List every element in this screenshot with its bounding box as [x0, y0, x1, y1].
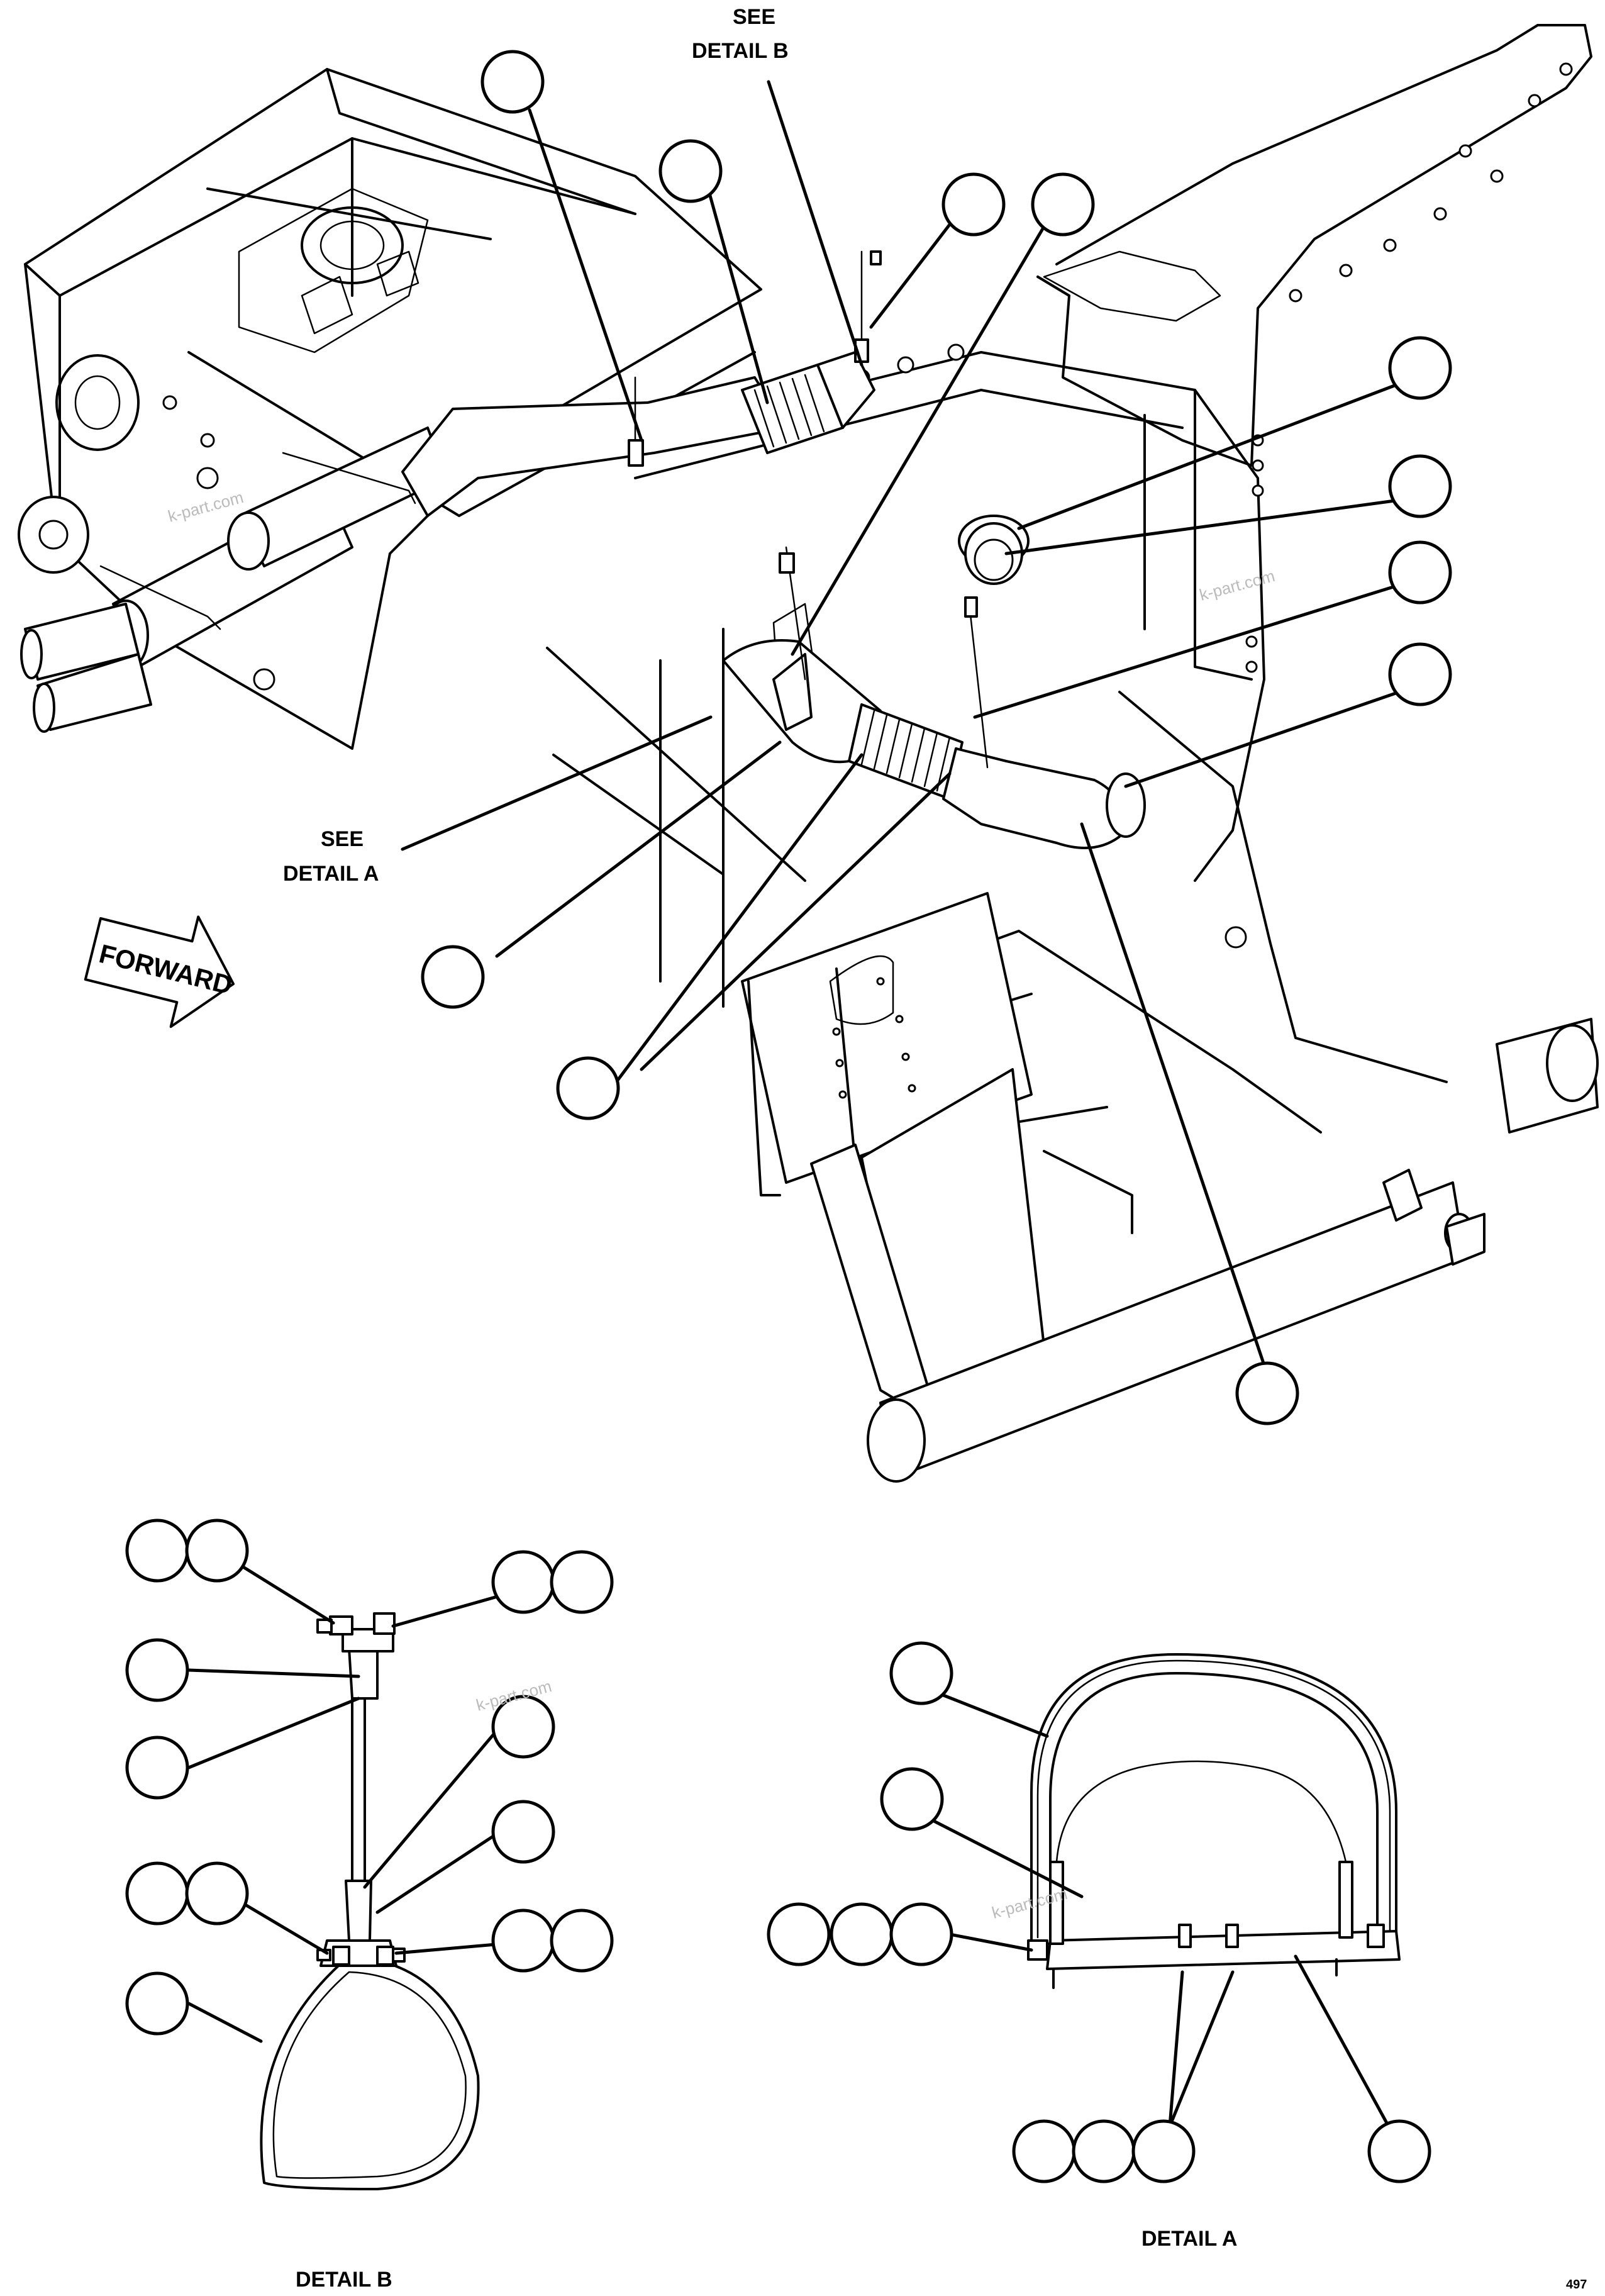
- callout-balloon: [125, 1971, 189, 2036]
- forward-arrow: FORWARD: [84, 915, 235, 1028]
- callout-balloon: [1131, 2119, 1196, 2183]
- callout-balloon: [1388, 540, 1452, 605]
- callout-balloon: [1388, 336, 1452, 400]
- detail-b-caption: DETAIL B: [296, 2268, 392, 2292]
- callout-balloon: [491, 1695, 555, 1759]
- callout-balloon: [1367, 2119, 1431, 2183]
- callout-balloon: [491, 1550, 555, 1614]
- rear-frame: [18, 68, 762, 750]
- svg-text:SEE: SEE: [321, 827, 364, 851]
- axle-cross-tubes: [867, 1018, 1599, 1483]
- callout-balloon: [185, 1519, 249, 1583]
- callout-balloon: [830, 1902, 894, 1966]
- callout-balloon: [658, 139, 723, 203]
- callout-balloon: [889, 1902, 953, 1966]
- sheet-id: 497: [1566, 2278, 1587, 2292]
- main-view-callouts: [421, 50, 1452, 1425]
- callout-balloon: [1072, 2119, 1136, 2183]
- callout-balloon: [421, 945, 485, 1009]
- detail-b-view: DETAIL B k-part.com: [125, 1519, 614, 2292]
- callout-balloon: [125, 1861, 189, 1925]
- callout-balloon: [1388, 642, 1452, 706]
- callout-balloon: [491, 1800, 555, 1864]
- callout-balloon: [185, 1861, 249, 1925]
- upper-exhaust-system: [20, 250, 882, 733]
- callout-balloon: [125, 1638, 189, 1702]
- callout-balloon: [480, 50, 545, 114]
- callout-balloon: [556, 1056, 620, 1120]
- callout-balloon: [889, 1641, 953, 1705]
- callout-balloon: [1012, 2119, 1076, 2183]
- callout-balloon: [491, 1909, 555, 1973]
- svg-text:DETAIL B: DETAIL B: [692, 39, 789, 63]
- callout-balloon: [550, 1550, 614, 1614]
- see-detail-a-label: SEE DETAIL A: [283, 827, 379, 886]
- callout-balloon: [1388, 454, 1452, 518]
- hitch-plate: [741, 892, 1133, 1410]
- detail-a-view: DETAIL A k-part.com: [767, 1641, 1431, 2251]
- see-detail-b-label: SEE DETAIL B: [692, 5, 789, 63]
- detail-a-caption: DETAIL A: [1141, 2227, 1237, 2251]
- watermark: k-part.com: [1197, 566, 1277, 605]
- svg-text:SEE: SEE: [733, 5, 775, 29]
- callout-balloon: [125, 1519, 189, 1583]
- callout-balloon: [1031, 172, 1095, 237]
- lower-exhaust-system: [722, 515, 1146, 849]
- front-frame: [546, 24, 1592, 1134]
- callout-balloon: [767, 1902, 831, 1966]
- callout-balloon: [941, 172, 1006, 237]
- main-view-leader-lines: [401, 80, 1401, 1367]
- main-assembly-view: SEE DETAIL B SEE DETAIL A FORWARD k-part…: [18, 5, 1599, 1483]
- callout-balloon: [1235, 1361, 1299, 1425]
- svg-text:DETAIL A: DETAIL A: [283, 862, 379, 886]
- callout-balloon: [550, 1909, 614, 1973]
- callout-balloon: [880, 1767, 944, 1831]
- callout-balloon: [125, 1736, 189, 1800]
